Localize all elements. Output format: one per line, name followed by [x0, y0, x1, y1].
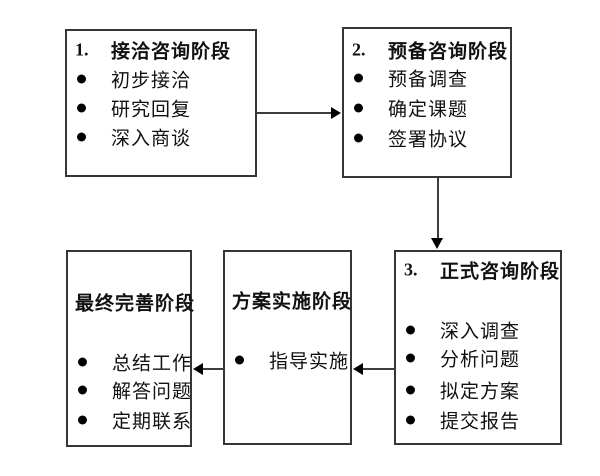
list-item: 总结工作	[68, 350, 193, 375]
list-item-label: 确定课题	[388, 99, 469, 121]
stage-title: 方案实施阶段	[232, 291, 353, 313]
list-item: 拟定方案	[396, 378, 560, 403]
list-item-label: 初步接洽	[111, 70, 192, 92]
list-item: 深入商谈	[67, 125, 255, 150]
list-item-label: 深入商谈	[111, 128, 192, 150]
stage-number: 1.	[75, 39, 89, 60]
stage-box-1: 1. 接洽咨询阶段 初步接洽 研究回复 深入商谈	[65, 29, 257, 177]
list-item-label: 签署协议	[388, 129, 469, 151]
bullet-icon	[78, 385, 87, 395]
bullet-icon	[77, 74, 86, 84]
list-item: 预备调查	[344, 66, 510, 91]
list-item-label: 解答问题	[112, 381, 193, 403]
list-item: 签署协议	[344, 126, 510, 151]
list-item: 确定课题	[344, 96, 510, 121]
bullet-icon	[77, 103, 86, 113]
list-item-label: 总结工作	[112, 353, 193, 375]
list-item: 定期联系	[68, 408, 193, 433]
stage-title: 预备咨询阶段	[388, 41, 509, 63]
stage-title-row: 1. 接洽咨询阶段	[67, 38, 255, 63]
list-item: 深入调查	[396, 318, 560, 343]
arrowhead-left-icon	[353, 363, 363, 375]
bullet-icon	[235, 355, 244, 365]
list-item-label: 拟定方案	[440, 381, 521, 403]
list-item: 指导实施	[225, 348, 350, 373]
list-item: 初步接洽	[67, 67, 255, 92]
stage-number: 2.	[352, 39, 366, 60]
bullet-icon	[406, 385, 415, 395]
bullet-icon	[78, 415, 87, 425]
arrowhead-right-icon	[331, 107, 341, 119]
stage-title-row: 方案实施阶段	[225, 288, 353, 313]
list-item: 分析问题	[396, 346, 560, 371]
stage-title: 正式咨询阶段	[440, 261, 561, 283]
bullet-icon	[78, 357, 87, 367]
stage-box-5: 最终完善阶段 总结工作 解答问题 定期联系	[66, 250, 194, 447]
bullet-icon	[77, 132, 86, 142]
list-item-label: 深入调查	[440, 321, 521, 343]
bullet-icon	[354, 73, 363, 83]
bullet-icon	[354, 103, 363, 113]
bullet-icon	[406, 353, 415, 363]
list-item-label: 预备调查	[388, 69, 469, 91]
stage-box-4: 方案实施阶段 指导实施	[223, 250, 352, 445]
list-item-label: 分析问题	[440, 349, 521, 371]
arrow-line	[257, 112, 332, 114]
stage-title-row: 最终完善阶段	[68, 290, 194, 315]
stage-title-row: 2. 预备咨询阶段	[344, 38, 510, 63]
arrow-line	[437, 178, 439, 239]
stage-title: 接洽咨询阶段	[111, 41, 232, 63]
list-item-label: 定期联系	[112, 411, 193, 433]
list-item-label: 研究回复	[111, 99, 192, 121]
arrowhead-left-icon	[193, 363, 203, 375]
list-item: 解答问题	[68, 378, 193, 403]
list-item-label: 指导实施	[269, 351, 350, 373]
bullet-icon	[406, 415, 415, 425]
list-item: 研究回复	[67, 96, 255, 121]
stage-title: 最终完善阶段	[75, 293, 196, 315]
list-item: 提交报告	[396, 408, 560, 433]
stage-box-2: 2. 预备咨询阶段 预备调查 确定课题 签署协议	[342, 27, 512, 178]
stage-number: 3.	[404, 259, 418, 280]
arrow-line	[362, 368, 396, 370]
bullet-icon	[354, 133, 363, 143]
stage-box-3: 3. 正式咨询阶段 深入调查 分析问题 拟定方案 提交报告	[394, 250, 562, 445]
bullet-icon	[406, 325, 415, 335]
list-item-label: 提交报告	[440, 411, 521, 433]
stage-title-row: 3. 正式咨询阶段	[396, 258, 561, 283]
arrowhead-down-icon	[431, 238, 443, 249]
arrow-line	[202, 368, 225, 370]
